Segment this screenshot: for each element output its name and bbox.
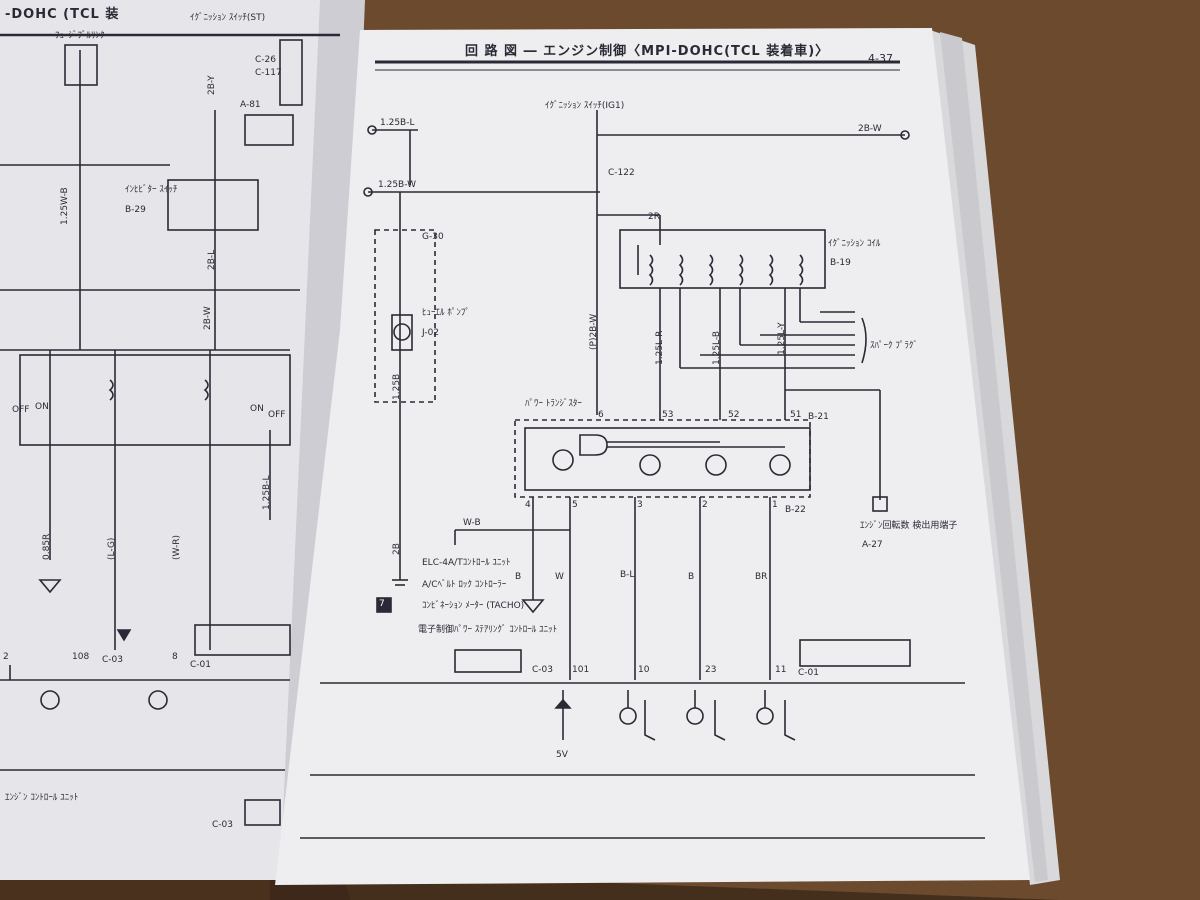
label-engine-control-unit: ｴﾝｼﾞﾝ ｺﾝﾄﾛｰﾙ ﾕﾆｯﾄ <box>5 793 79 803</box>
pin-8-left: 8 <box>172 652 178 662</box>
label-off: OFF <box>12 405 30 415</box>
label-wire-2bw-top: 2B-W <box>858 124 882 134</box>
pin-10: 10 <box>638 665 650 675</box>
label-ac-lock: A/Cﾍﾞﾙﾄ ﾛｯｸ ｺﾝﾄﾛｰﾗｰ <box>422 580 507 590</box>
label-wire-125wb: 1.25W-B <box>60 187 70 225</box>
label-wire-125lb: 1.25L-B <box>712 331 722 365</box>
pin-101: 101 <box>572 665 590 675</box>
label-wire-2bw: 2B-W <box>203 306 213 330</box>
label-wire-b2: B <box>688 572 695 582</box>
pin-2-left: 2 <box>3 652 9 662</box>
label-b21: B-21 <box>808 412 829 422</box>
label-elc-unit: ELC-4A/Tｺﾝﾄﾛｰﾙ ﾕﾆｯﾄ <box>422 558 511 568</box>
label-wire-lg: (L-G) <box>107 537 117 560</box>
label-c26: C-26 <box>255 55 276 65</box>
label-a81: A-81 <box>240 100 261 110</box>
label-wire-p2bw: (P)2B-W <box>589 313 599 350</box>
label-7: 7 <box>379 599 385 609</box>
label-wire-2r: 2R <box>648 212 660 222</box>
label-power-steering: 電子制御ﾊﾟﾜｰ ｽﾃｱﾘﾝｸﾞ ｺﾝﾄﾛｰﾙ ﾕﾆｯﾄ <box>418 625 558 635</box>
label-wire-2by: 2B-Y <box>207 75 217 95</box>
label-engine-speed-terminal: ｴﾝｼﾞﾝ回転数 検出用端子 <box>860 521 958 531</box>
label-j02: J-02 <box>422 328 440 338</box>
label-c117: C-117 <box>255 68 282 78</box>
label-power-transistor: ﾊﾟﾜｰ ﾄﾗﾝｼﾞｽﾀｰ <box>525 399 582 409</box>
pin-23: 23 <box>705 665 717 675</box>
pin-11: 11 <box>775 665 787 675</box>
left-page-header: -DOHC (TCL 装 <box>5 7 120 22</box>
pin-1: 1 <box>772 500 778 510</box>
label-on: ON <box>35 402 49 412</box>
pin-5: 5 <box>572 500 578 510</box>
right-page <box>275 28 1030 885</box>
label-wire-125lr: 1.25L-R <box>655 330 665 365</box>
label-fuse-link: ﾌｭｰｼﾞﾌﾞﾙﾘﾝｸ <box>55 31 105 41</box>
label-5v: 5V <box>556 750 568 760</box>
connector-c01-left: C-01 <box>190 660 211 670</box>
pin-52: 52 <box>728 410 740 420</box>
label-tacho: ｺﾝﾋﾞﾈｰｼｮﾝ ﾒｰﾀｰ (TACHO) <box>422 601 525 611</box>
label-wire-085r: 0.85R <box>42 533 52 560</box>
label-b29: B-29 <box>125 205 146 215</box>
label-g30: G-30 <box>422 232 444 242</box>
label-c122: C-122 <box>608 168 635 178</box>
pin-6: 6 <box>598 410 604 420</box>
label-ignition-coil: ｲｸﾞﾆｯｼｮﾝ ｺｲﾙ <box>828 239 881 249</box>
label-wire-b: B <box>515 572 522 582</box>
label-wire-125bl: 1.25B-L <box>380 118 415 128</box>
label-on-right: ON <box>250 404 264 414</box>
label-wire-125bw: 1.25B-W <box>378 180 416 190</box>
page-header-title: 回 路 図 ― エンジン制御〈MPI-DOHC(TCL 装着車)〉 <box>465 44 830 59</box>
label-ignition-ig1: ｲｸﾞﾆｯｼｮﾝ ｽｲｯﾁ(IG1) <box>545 101 625 111</box>
connector-c01: C-01 <box>798 668 819 678</box>
label-b19: B-19 <box>830 258 851 268</box>
label-inhibitor: ｲﾝﾋﾋﾞﾀｰ ｽｲｯﾁ <box>125 185 178 195</box>
label-wire-wr: (W-R) <box>172 534 182 560</box>
label-wire-125bl-left: 1.25B-L <box>262 475 272 510</box>
label-spark-plug: ｽﾊﾟｰｸ ﾌﾟﾗｸﾞ <box>870 341 918 351</box>
label-off-right: OFF <box>268 410 286 420</box>
pin-3: 3 <box>637 500 643 510</box>
connector-c03-bottom: C-03 <box>212 820 233 830</box>
label-wire-125b: 1.25B <box>392 373 402 400</box>
pin-2: 2 <box>702 500 708 510</box>
label-a27: A-27 <box>862 540 883 550</box>
pin-53: 53 <box>662 410 674 420</box>
label-wire-2b: 2B <box>392 543 402 555</box>
left-page <box>0 0 360 880</box>
label-ignition-st: ｲｸﾞﾆｯｼｮﾝ ｽｲｯﾁ(ST) <box>190 13 266 23</box>
label-wire-bl: B-L <box>620 570 635 580</box>
label-wire-2bl: 2B-L <box>207 249 217 270</box>
connector-c03-left: C-03 <box>102 655 123 665</box>
pin-108: 108 <box>72 652 90 662</box>
label-wire-125ly: 1.25L-Y <box>777 322 787 355</box>
label-fuel-pump: ﾋｭｰｴﾙ ﾎﾟﾝﾌﾟ <box>422 308 470 318</box>
connector-c03: C-03 <box>532 665 553 675</box>
label-wire-w: W <box>555 572 564 582</box>
page-number: 4-37 <box>868 52 893 65</box>
label-wire-wb: W-B <box>463 518 481 528</box>
label-wire-br: BR <box>755 572 768 582</box>
label-b22: B-22 <box>785 505 806 515</box>
pin-51: 51 <box>790 410 802 420</box>
pin-4: 4 <box>525 500 531 510</box>
